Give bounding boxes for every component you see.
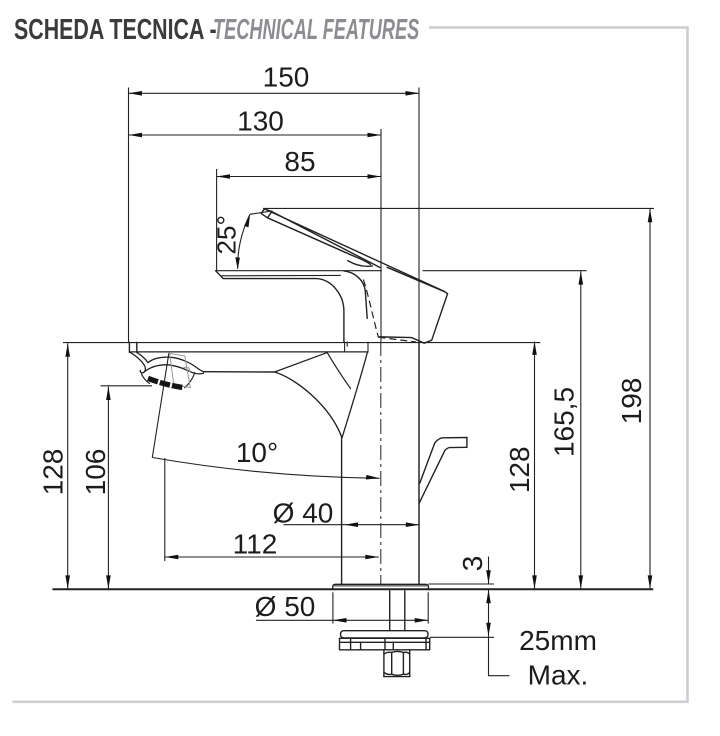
svg-text:106: 106 [80,449,111,496]
svg-text:Ø 50: Ø 50 [255,591,316,622]
svg-text:198: 198 [616,378,647,425]
svg-text:TECHNICAL FEATURES: TECHNICAL FEATURES [213,14,419,46]
svg-text:10°: 10° [236,437,278,468]
svg-text:Max.: Max. [528,660,589,691]
svg-text:3: 3 [457,556,488,572]
svg-text:85: 85 [284,146,315,177]
svg-text:112: 112 [233,529,278,560]
svg-text:150: 150 [263,62,310,93]
svg-text:25mm: 25mm [519,625,597,656]
svg-text:128: 128 [38,449,69,496]
svg-text:SCHEDA TECNICA -: SCHEDA TECNICA - [14,14,217,46]
svg-text:128: 128 [504,446,535,493]
svg-text:165,5: 165,5 [549,387,580,457]
svg-text:25°: 25° [212,215,242,254]
svg-text:130: 130 [237,106,284,137]
svg-text:Ø 40: Ø 40 [273,498,334,529]
